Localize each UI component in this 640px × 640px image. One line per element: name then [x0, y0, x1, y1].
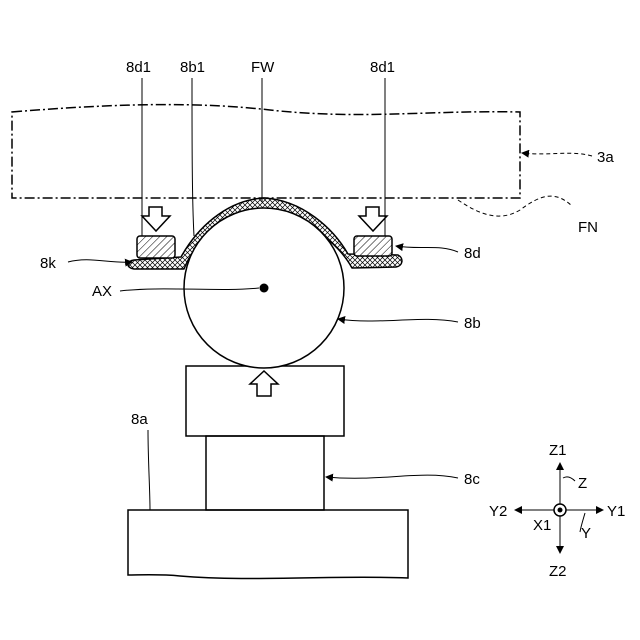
leader-8a: [148, 430, 150, 510]
label-AX: AX: [92, 283, 112, 300]
leader-FN: [458, 196, 572, 216]
down-arrow-left-icon: [142, 207, 170, 231]
label-8d1-right: 8d1: [370, 59, 395, 76]
label-FN: FN: [578, 219, 598, 236]
axis-label-x1: X1: [533, 517, 551, 534]
axis-x1-dot-icon: [558, 508, 563, 513]
label-8d1-left: 8d1: [126, 59, 151, 76]
panel-3a-outline: [12, 105, 520, 198]
label-FW: FW: [251, 59, 275, 76]
axis-label-y: Y: [581, 525, 591, 542]
leader-8b1: [192, 78, 194, 236]
label-8d: 8d: [464, 245, 481, 262]
pad-8d-right: [354, 236, 392, 256]
down-arrow-right-icon: [359, 207, 387, 231]
axis-z-leader: [563, 477, 575, 481]
label-8b: 8b: [464, 315, 481, 332]
axis-point-AX: [260, 284, 269, 293]
base-plate-8a: [128, 510, 408, 579]
label-8b1: 8b1: [180, 59, 205, 76]
pad-8d-left: [137, 236, 175, 258]
leader-8k: [68, 260, 132, 263]
leader-8c: [326, 475, 458, 478]
axis-label-y1: Y1: [607, 503, 625, 520]
up-arrow-icon: [250, 371, 278, 396]
label-8k: 8k: [40, 255, 56, 272]
axis-label-z2: Z2: [549, 563, 567, 580]
label-8a: 8a: [131, 411, 148, 428]
axis-label-z1: Z1: [549, 442, 567, 459]
leader-8b: [338, 319, 458, 322]
label-8c: 8c: [464, 471, 480, 488]
leader-3a: [522, 153, 592, 156]
support-8c-upper: [186, 366, 344, 436]
leader-8d: [396, 246, 458, 252]
label-3a: 3a: [597, 149, 614, 166]
axis-label-z: Z: [578, 475, 587, 492]
axis-label-y2: Y2: [489, 503, 507, 520]
support-8c-lower: [206, 436, 324, 510]
